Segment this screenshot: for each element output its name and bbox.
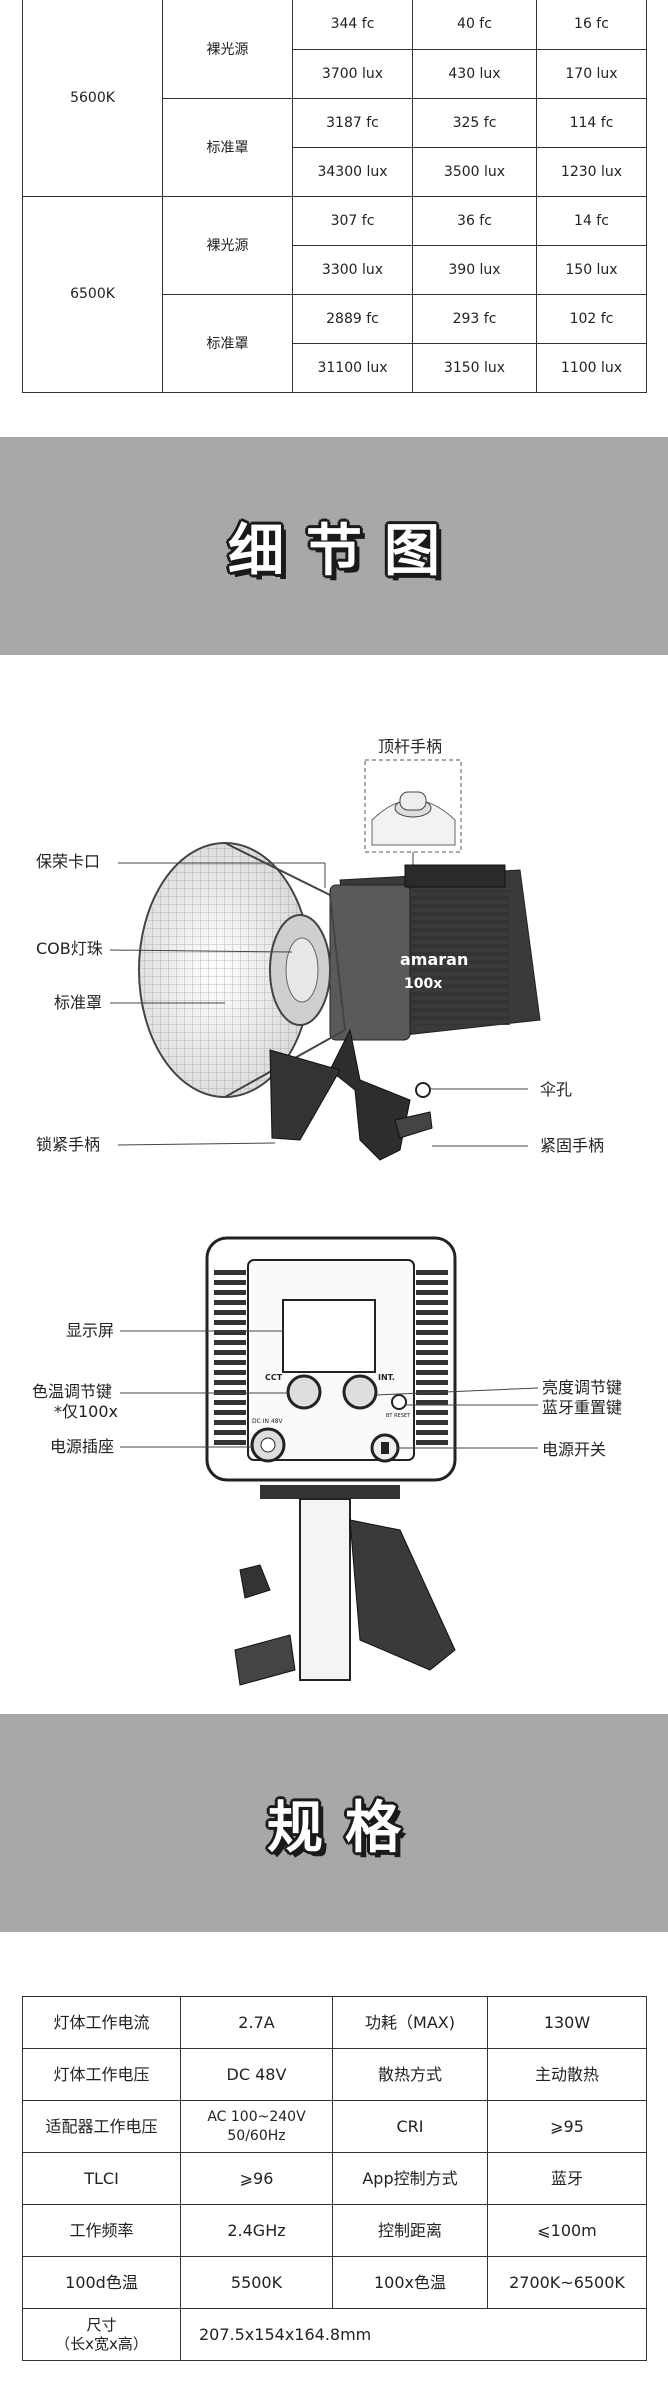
- value-cell: 14 fc: [536, 195, 647, 246]
- spec-cell: ⩽100m: [487, 2204, 647, 2257]
- bt-reset-text: BT RESET: [386, 1413, 411, 1419]
- table-row: 6500K 裸光源 307 fc 36 fc 14 fc: [22, 195, 647, 393]
- value-cell: 1100 lux: [536, 342, 647, 393]
- value-cell: 430 lux: [412, 48, 537, 99]
- label-lock-handle: 锁紧手柄: [36, 1135, 101, 1154]
- cct-knob-text: CCT: [265, 1373, 283, 1382]
- spec-cell: CRI: [332, 2100, 488, 2153]
- value-cell: 1230 lux: [536, 146, 647, 197]
- value-cell: 390 lux: [412, 244, 537, 295]
- spec-cell: ⩾96: [180, 2152, 333, 2205]
- table-row: 标准罩 3187 fc 325 fc 114 fc: [23, 97, 647, 197]
- size-label-cell: 尺寸 （长x宽x高）: [22, 2308, 181, 2361]
- value-cell: 3500 lux: [412, 146, 537, 197]
- model-text: 100x: [404, 976, 442, 992]
- spec-cell: TLCI: [22, 2152, 181, 2205]
- label-power-socket: 电源插座: [50, 1437, 115, 1456]
- mode-cell: 裸光源: [162, 195, 293, 295]
- label-cct-key: 色温调节键: [32, 1382, 113, 1401]
- cct-cell: 5600K: [22, 0, 163, 197]
- spec-cell: 100x色温: [332, 2256, 488, 2309]
- label-reflector: 标准罩: [54, 993, 103, 1012]
- detail-banner: 细节图: [0, 437, 668, 655]
- label-tighten-handle: 紧固手柄: [540, 1136, 605, 1155]
- label-cob-bead: COB灯珠: [36, 939, 103, 958]
- spec-cell: ⩾95: [487, 2100, 647, 2153]
- value-cell: 114 fc: [536, 97, 647, 148]
- spec-cell: 主动散热: [487, 2048, 647, 2101]
- spec-cell: 灯体工作电流: [22, 1996, 181, 2049]
- table-row: 34300 lux 3500 lux 1230 lux: [23, 146, 647, 197]
- spec-cell: 灯体工作电压: [22, 2048, 181, 2101]
- value-cell: 150 lux: [536, 244, 647, 295]
- value-cell: 3187 fc: [292, 97, 413, 148]
- label-brightness-key: 亮度调节键: [542, 1378, 623, 1397]
- size-value-cell: 207.5x154x164.8mm: [180, 2308, 647, 2361]
- mode-cell: 标准罩: [162, 293, 293, 393]
- dc-in-text: DC IN 48V: [252, 1418, 284, 1425]
- value-cell: 34300 lux: [292, 146, 413, 197]
- side-view-diagram: amaran 100x: [109, 759, 541, 1161]
- spec-banner-title: 规格: [267, 1795, 423, 1861]
- label-umbrella-hole: 伞孔: [540, 1080, 573, 1099]
- spec-cell: 适配器工作电压: [22, 2100, 181, 2153]
- value-cell: 16 fc: [536, 0, 647, 50]
- spec-banner: 规格: [0, 1714, 668, 1932]
- spec-cell: DC 48V: [180, 2048, 333, 2101]
- detail-banner-title: 细节图: [228, 518, 462, 584]
- int-knob-text: INT.: [378, 1373, 395, 1382]
- spec-cell: 130W: [487, 1996, 647, 2049]
- spec-cell: 5500K: [180, 2256, 333, 2309]
- spec-cell: 功耗（MAX): [332, 1996, 488, 2049]
- mode-cell: 标准罩: [162, 97, 293, 197]
- table-row: 5600K 裸光源 344 fc 40 fc 16 fc: [22, 0, 647, 197]
- mode-cell: 裸光源: [162, 0, 293, 99]
- value-cell: 293 fc: [412, 293, 537, 344]
- spec-cell: 2.7A: [180, 1996, 333, 2049]
- spec-cell: 控制距离: [332, 2204, 488, 2257]
- spec-cell: AC 100~240V 50/60Hz: [180, 2100, 333, 2153]
- value-cell: 31100 lux: [292, 342, 413, 393]
- value-cell: 102 fc: [536, 293, 647, 344]
- table-row: 31100 lux 3150 lux 1100 lux: [23, 342, 647, 393]
- label-bt-reset-key: 蓝牙重置键: [542, 1398, 623, 1417]
- value-cell: 170 lux: [536, 48, 647, 99]
- value-cell: 325 fc: [412, 97, 537, 148]
- value-cell: 3300 lux: [292, 244, 413, 295]
- spec-cell: App控制方式: [332, 2152, 488, 2205]
- value-cell: 3150 lux: [412, 342, 537, 393]
- spec-cell: 2.4GHz: [180, 2204, 333, 2257]
- spec-cell: 2700K~6500K: [487, 2256, 647, 2309]
- label-cct-key-note: *仅100x: [54, 1402, 119, 1421]
- value-cell: 344 fc: [292, 0, 413, 50]
- brand-text: amaran: [400, 950, 468, 969]
- spec-cell: 散热方式: [332, 2048, 488, 2101]
- table-row: 标准罩 2889 fc 293 fc 102 fc: [23, 293, 647, 393]
- back-view-diagram: CCT INT. BT RESET DC IN 48V: [120, 1236, 539, 1686]
- table-row: 3300 lux 390 lux 150 lux: [23, 244, 647, 295]
- label-bowens-mount: 保荣卡口: [36, 852, 101, 871]
- label-display: 显示屏: [66, 1321, 115, 1340]
- luminance-table: 5600K 裸光源 344 fc 40 fc 16 fc 3700 lux 43…: [22, 0, 647, 393]
- table-row: 3700 lux 430 lux 170 lux: [23, 48, 647, 99]
- table-row: 尺寸 （长x宽x高） 207.5x154x164.8mm: [22, 2308, 647, 2361]
- value-cell: 40 fc: [412, 0, 537, 50]
- spec-cell: 工作频率: [22, 2204, 181, 2257]
- spec-cell: 100d色温: [22, 2256, 181, 2309]
- label-power-switch: 电源开关: [542, 1440, 607, 1459]
- value-cell: 36 fc: [412, 195, 537, 246]
- value-cell: 2889 fc: [292, 293, 413, 344]
- value-cell: 3700 lux: [292, 48, 413, 99]
- spec-cell: 蓝牙: [487, 2152, 647, 2205]
- value-cell: 307 fc: [292, 195, 413, 246]
- label-top-handle: 顶杆手柄: [378, 737, 443, 756]
- cct-cell: 6500K: [22, 195, 163, 393]
